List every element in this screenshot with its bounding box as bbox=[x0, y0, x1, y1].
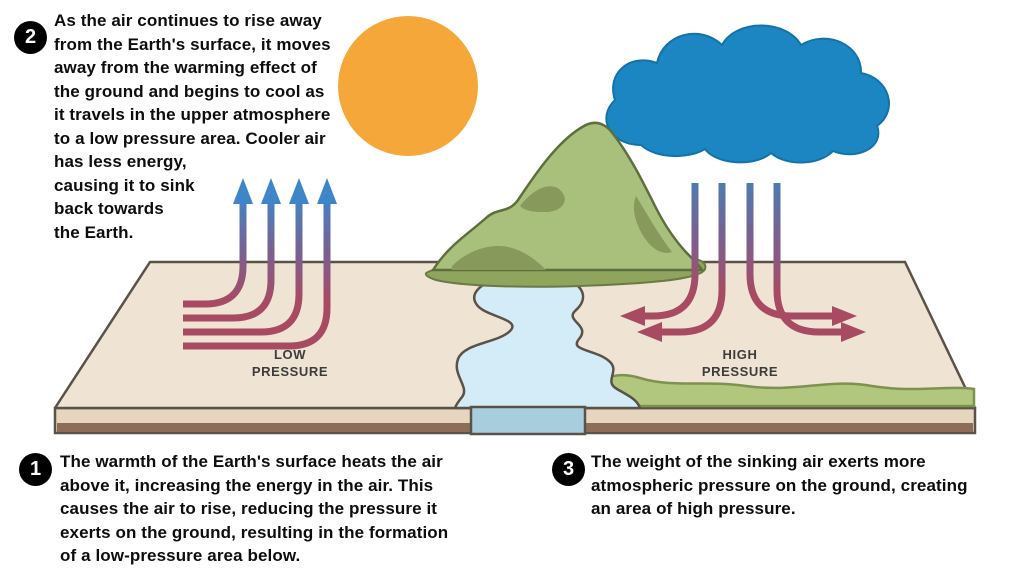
river-front-face bbox=[469, 405, 587, 436]
step-1-text: The warmth of the Earth's surface heats … bbox=[60, 452, 449, 565]
river bbox=[453, 272, 642, 410]
step-1-badge: 1 bbox=[19, 453, 52, 486]
sinking-arrowheads bbox=[620, 306, 866, 342]
sinking-air-arrows bbox=[643, 183, 843, 336]
cloud-icon bbox=[605, 24, 890, 164]
mountain-shade-right bbox=[633, 196, 672, 253]
low-pressure-label: LOW PRESSURE bbox=[251, 347, 329, 379]
rising-arrowheads bbox=[233, 178, 337, 204]
step-2-badge: 2 bbox=[14, 21, 47, 54]
sun-icon bbox=[338, 16, 478, 156]
mountain-shade-mid bbox=[520, 186, 565, 212]
grass-patch bbox=[592, 373, 976, 408]
mountain-shade-left bbox=[452, 246, 546, 270]
step-3-badge: 3 bbox=[552, 453, 585, 486]
mountain bbox=[431, 121, 704, 272]
step-2-text: As the air continues to rise away from t… bbox=[54, 11, 331, 242]
step-3-text: The weight of the sinking air exerts mor… bbox=[591, 452, 968, 518]
high-pressure-label: HIGH PRESSURE bbox=[701, 347, 779, 379]
rising-air-arrows bbox=[183, 202, 331, 350]
